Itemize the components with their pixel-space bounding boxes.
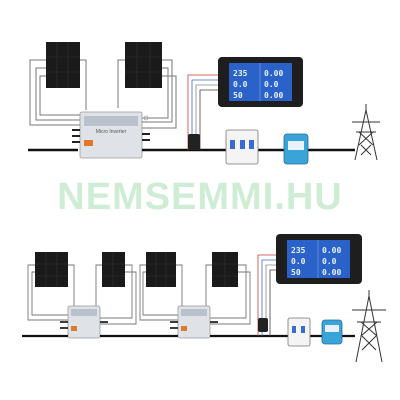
meter-bottom-row3-right: 0.00 [322,268,341,277]
meter-wires-bottom [257,254,276,336]
panel-wires-top [29,59,177,129]
meter-top-row2-left: 0.0 [233,80,248,89]
inverter-label: Micro Inverter [96,129,127,135]
circuit-breaker-top [225,129,259,165]
solar-panel-bottom-1 [35,252,68,287]
solar-panel-top-right [125,42,162,88]
energy-meter-top [283,133,309,165]
circuit-breaker-bottom [287,317,311,347]
panel-wires-bottom [27,264,251,325]
energy-meter-bottom [321,319,343,345]
micro-inverter-bottom-left [60,305,108,339]
pylon-top [352,104,380,161]
digital-meter-top: 235 0.00 0.0 0.0 50 0.00 [218,57,303,107]
meter-wires-top [187,74,218,150]
micro-inverter-bottom-right [170,305,218,339]
meter-top-row1-right: 0.00 [264,69,283,78]
meter-top-row1-left: 235 [233,69,248,78]
solar-panel-bottom-2 [102,252,125,287]
solar-panel-bottom-4 [212,252,238,287]
pylon-bottom [352,290,386,363]
current-clamp-bottom [258,318,268,332]
meter-bottom-row2-right: 0.0 [322,257,337,266]
micro-inverter-top: Micro Inverter [72,111,150,159]
meter-bottom-row1-right: 0.00 [322,246,341,255]
solar-panel-top-left [46,42,80,88]
meter-bottom-row1-left: 235 [291,246,306,255]
watermark-text: NEMSEMMI.HU [57,176,343,218]
meter-top-row3-right: 0.00 [264,91,283,100]
meter-bottom-row2-left: 0.0 [291,257,306,266]
solar-panel-bottom-3 [146,252,176,287]
digital-meter-bottom: 235 0.00 0.0 0.0 50 0.00 [276,234,362,284]
meter-top-row3-left: 50 [233,91,243,100]
meter-bottom-row3-left: 50 [291,268,301,277]
meter-top-row2-right: 0.0 [264,80,279,89]
current-clamp-top [188,134,200,150]
